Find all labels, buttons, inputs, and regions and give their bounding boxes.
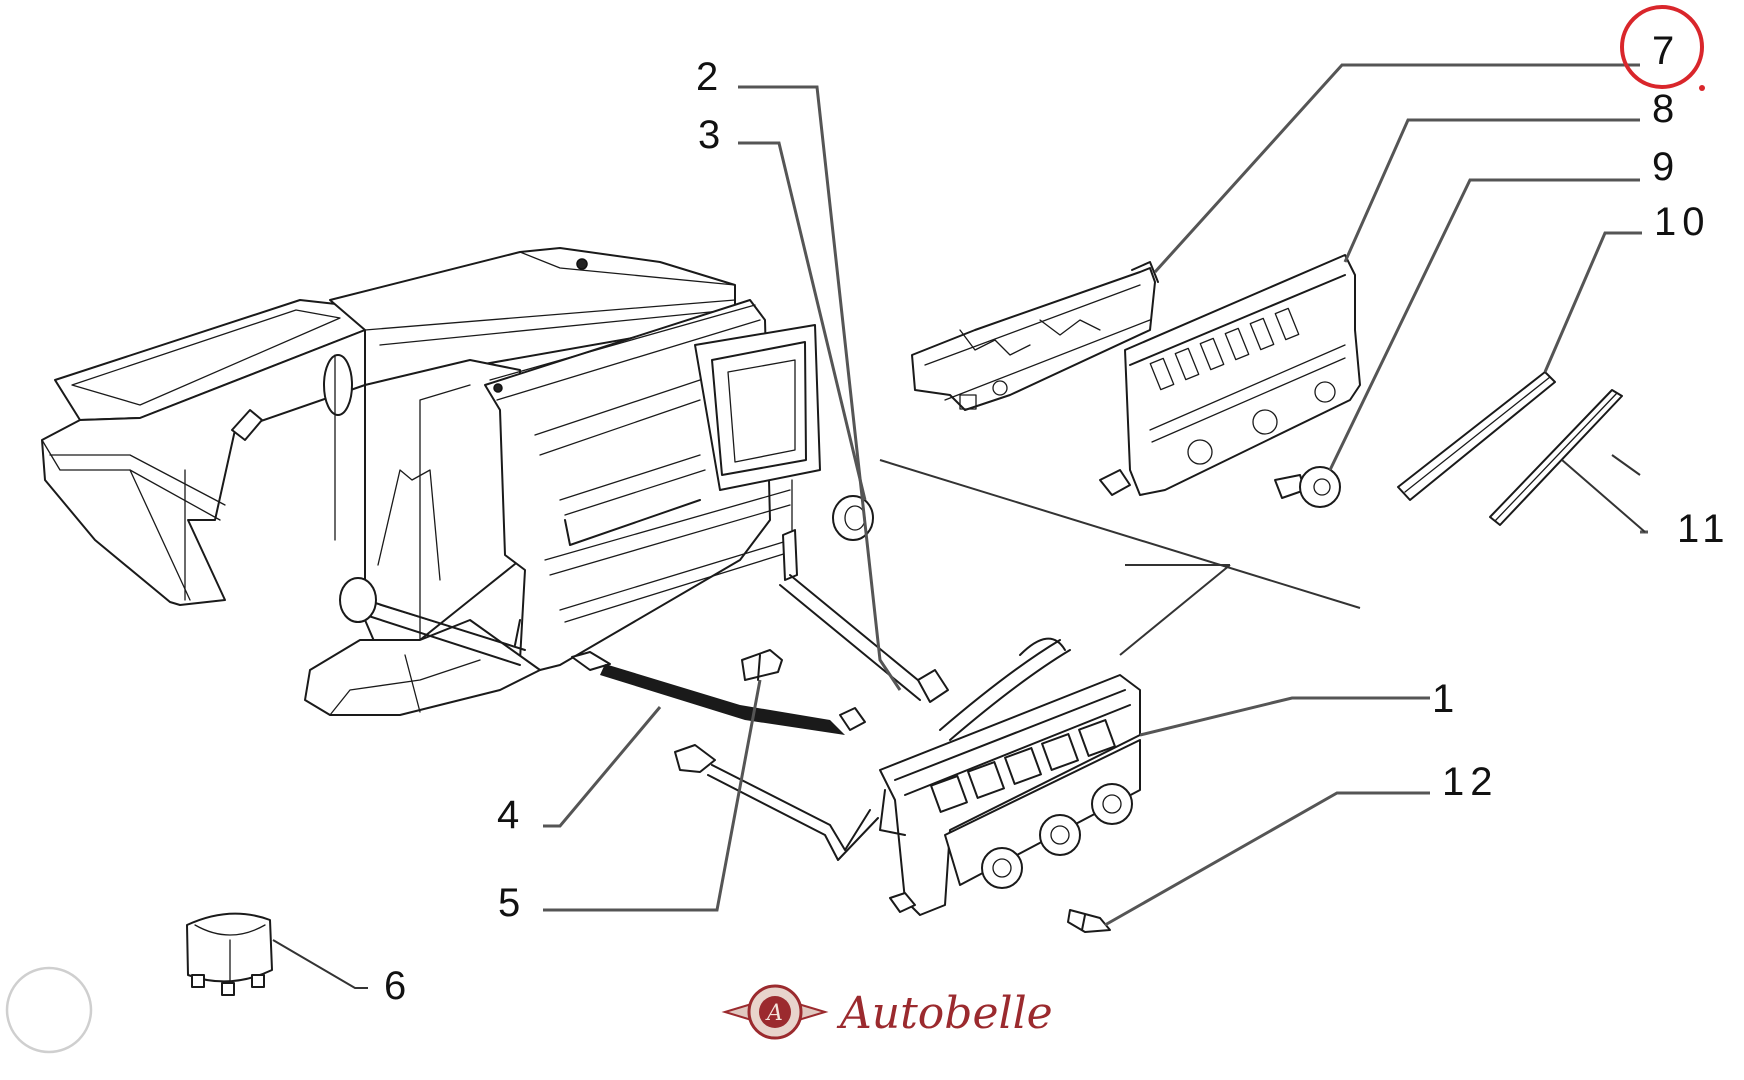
callout-6[interactable]: 6	[384, 964, 406, 1008]
callout-11[interactable]: 11	[1677, 507, 1731, 551]
callout-4[interactable]: 4	[497, 793, 519, 837]
callout-labels: 1 2 3 4 5 6 7 8 9 10 11 12	[384, 29, 1731, 1008]
screw-part-12	[1067, 909, 1111, 933]
wiring-harness	[674, 744, 879, 861]
callout-12[interactable]: 12	[1442, 760, 1499, 804]
callout-7[interactable]: 7	[1652, 29, 1674, 73]
callout-1[interactable]: 1	[1432, 677, 1454, 721]
frame-part-7	[911, 261, 1159, 411]
logo-wordmark: Autobelle	[836, 988, 1053, 1039]
front-panel-part-8	[1099, 254, 1361, 496]
relay-part-6	[186, 912, 273, 996]
screw-part-5	[741, 649, 783, 681]
heater-box-assembly	[41, 247, 949, 716]
knob-part-9	[1274, 466, 1341, 508]
trim-strip-part-11	[1489, 389, 1623, 526]
highlight-ring-part-7	[1620, 5, 1705, 91]
autobelle-logo: A Autobelle	[721, 984, 1053, 1040]
control-unit-part-1	[879, 637, 1141, 916]
trim-strip-part-10	[1397, 371, 1556, 501]
cable-part-4	[571, 651, 866, 735]
logo-monogram: A	[765, 1001, 783, 1026]
callout-5[interactable]: 5	[498, 881, 520, 925]
callout-10[interactable]: 10	[1654, 200, 1711, 244]
leader-lines	[272, 63, 1648, 989]
callout-8[interactable]: 8	[1652, 87, 1674, 131]
faint-circle-marker	[5, 966, 93, 1054]
callout-3[interactable]: 3	[698, 113, 720, 157]
callout-9[interactable]: 9	[1652, 145, 1674, 189]
callout-2[interactable]: 2	[696, 55, 718, 99]
